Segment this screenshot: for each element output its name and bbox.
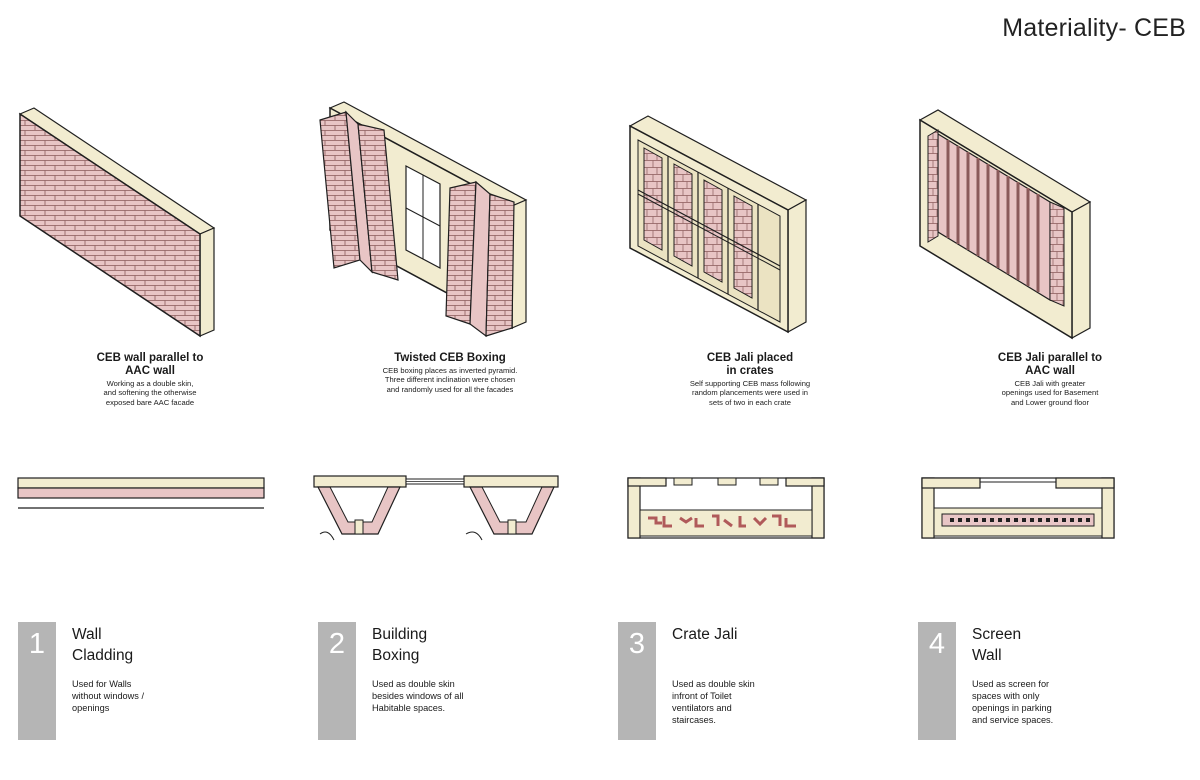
number-badge: 3 xyxy=(618,622,656,740)
caption-description: Working as a double skin, and softening … xyxy=(103,379,197,407)
wall-cladding-isometric xyxy=(18,107,216,338)
caption-block: CEB wall parallel to AAC wall Working as… xyxy=(40,352,260,407)
type-name: Crate Jali xyxy=(672,626,738,643)
type-description: Used for Walls without windows / opening… xyxy=(72,679,145,713)
material-column-1: CEB wall parallel to AAC wall Working as… xyxy=(0,0,300,780)
material-column-3: CEB Jali placed in crates Self supportin… xyxy=(600,0,900,780)
caption-block: CEB Jali placed in crates Self supportin… xyxy=(640,352,860,407)
type-description: Used as screen for spaces with only open… xyxy=(972,679,1054,725)
type-description: Used as double skin besides windows of a… xyxy=(372,679,464,713)
screen-wall-isometric xyxy=(918,109,1092,340)
caption-title: CEB Jali placed in crates xyxy=(706,352,794,377)
building-boxing-isometric xyxy=(319,101,528,338)
caption-description: CEB boxing places as inverted pyramid. T… xyxy=(382,366,518,394)
caption-title: Twisted CEB Boxing xyxy=(394,352,506,364)
crate-jali-plan xyxy=(627,477,825,539)
material-column-4: CEB Jali parallel to AAC wall CEB Jali w… xyxy=(900,0,1200,780)
type-name: Screen Wall xyxy=(972,626,1022,664)
crate-jali-isometric xyxy=(628,115,808,334)
wall-cladding-plan xyxy=(17,477,265,509)
caption-title: CEB Jali parallel to AAC wall xyxy=(997,352,1103,377)
number-label: 4 xyxy=(928,628,946,660)
number-badge: 2 xyxy=(318,622,356,740)
type-description: Used as double skin infront of Toilet ve… xyxy=(672,679,755,725)
screen-wall-plan xyxy=(921,477,1115,539)
number-badge: 4 xyxy=(918,622,956,740)
number-label: 2 xyxy=(328,628,346,660)
number-label: 1 xyxy=(28,628,46,660)
caption-block: CEB Jali parallel to AAC wall CEB Jali w… xyxy=(940,352,1160,407)
caption-description: CEB Jali with greater openings used for … xyxy=(1001,379,1099,407)
caption-block: Twisted CEB Boxing CEB boxing places as … xyxy=(340,352,560,394)
number-badge: 1 xyxy=(18,622,56,740)
building-boxing-plan xyxy=(313,475,559,541)
page-title: Materiality- CEB xyxy=(1002,14,1186,42)
caption-title: CEB wall parallel to AAC wall xyxy=(96,352,204,377)
type-name: Building Boxing xyxy=(372,626,428,664)
material-column-2: Twisted CEB Boxing CEB boxing places as … xyxy=(300,0,600,780)
type-name: Wall Cladding xyxy=(72,626,134,664)
caption-description: Self supporting CEB mass following rando… xyxy=(689,379,811,407)
number-label: 3 xyxy=(628,628,646,660)
